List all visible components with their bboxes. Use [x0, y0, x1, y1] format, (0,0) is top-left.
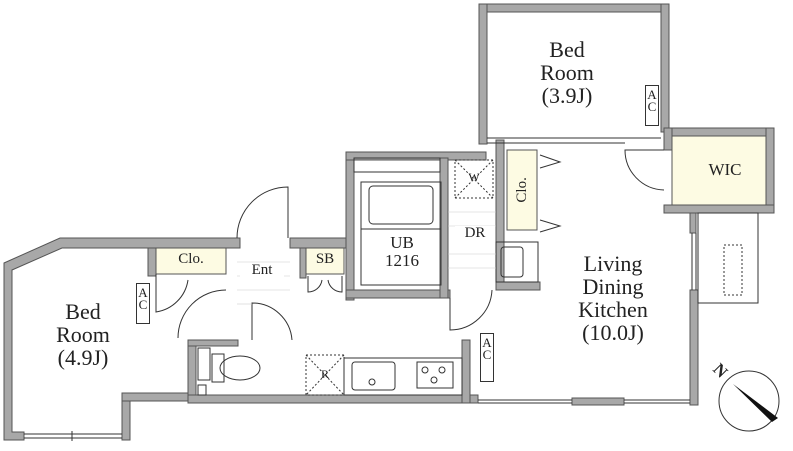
label-entrance: Ent [240, 262, 284, 279]
ac-a: A [482, 335, 492, 350]
ac-a: A [138, 285, 148, 300]
label-line: Bed [65, 299, 101, 324]
wic-fill [671, 135, 767, 206]
label-line: (3.9J) [541, 83, 593, 109]
ac-a: A [647, 87, 657, 102]
label-line: Living [583, 251, 643, 276]
label-washer: W [468, 170, 480, 184]
closet-mid [506, 149, 538, 231]
ac-c: C [138, 297, 148, 312]
label-shoe-box: SB [315, 251, 335, 267]
label-refrigerator: R [320, 367, 329, 381]
label-line: (4.9J) [57, 345, 109, 371]
room-label-bed-top: Bed Room (3.9J) [522, 38, 612, 107]
label-line: (10.0J) [582, 320, 644, 346]
label-dressing-room: DR [455, 225, 495, 242]
label-line: 1216 [385, 250, 419, 270]
label-line: Kitchen [578, 297, 648, 323]
compass-needle [733, 384, 778, 422]
room-label-ldk: Living Dining Kitchen (10.0J) [558, 252, 668, 344]
ac-c: C [482, 347, 492, 362]
label-unit-bath: UB 1216 [366, 234, 438, 270]
room-label-bed-left: Bed Room (4.9J) [38, 300, 128, 369]
label-closet-mid: Clo. [514, 177, 531, 203]
label-line: Room [56, 322, 110, 348]
room-label-wic: WIC [708, 160, 742, 179]
label-line: Room [540, 60, 594, 86]
label-closet-left: Clo. [178, 251, 204, 267]
label-line: Dining [582, 274, 644, 300]
wall-left-bedroom [3, 237, 241, 441]
ac-c: C [647, 99, 657, 114]
closet-left [155, 247, 227, 275]
label-line: Bed [549, 37, 585, 62]
shoe-box [305, 247, 345, 275]
label-line: UB [390, 233, 414, 252]
